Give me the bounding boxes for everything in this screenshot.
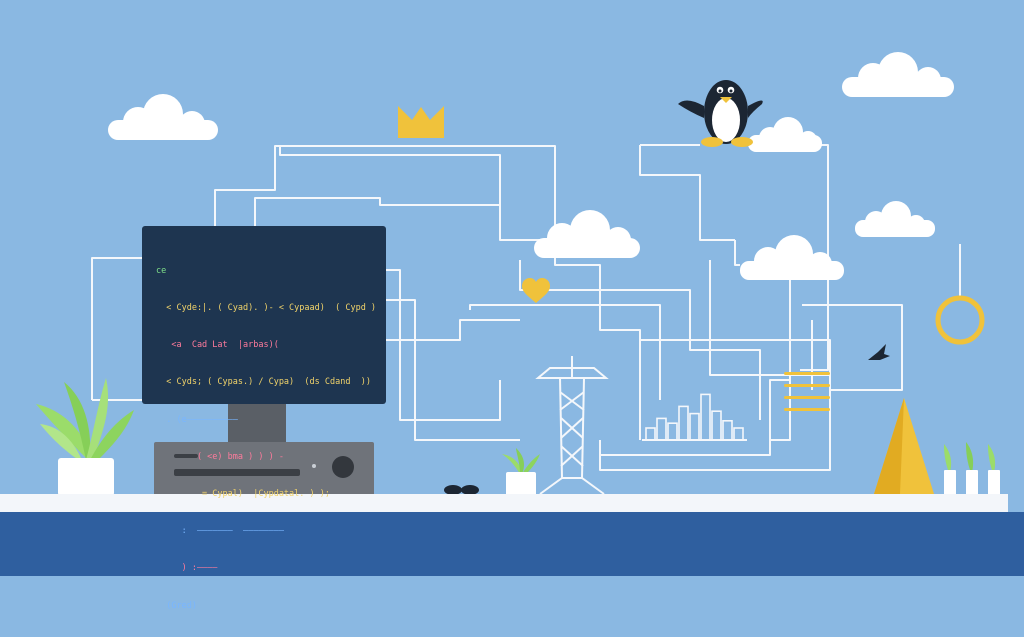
heart-icon	[522, 278, 550, 303]
crown-icon	[398, 106, 444, 138]
code-line: (Gred)	[156, 600, 197, 611]
code-monitor: ce < Cyde:|. ( Cyad). )- < Cypaad) ( Cyp…	[142, 226, 386, 611]
cone-icon	[874, 398, 934, 494]
small-planters	[944, 442, 1000, 496]
linux-penguin-icon	[678, 80, 763, 147]
shelf	[0, 494, 1008, 512]
cloud-icon	[855, 201, 935, 237]
cloud-icon	[842, 52, 954, 97]
monitor-stand	[228, 404, 286, 444]
cloud-icon	[748, 117, 822, 152]
cloud-icon	[534, 210, 640, 258]
code-line: ce	[156, 265, 167, 276]
histogram-graphic	[642, 393, 747, 441]
glasses-icon	[444, 485, 479, 495]
ring-icon	[935, 244, 985, 345]
code-editor: ce < Cyde:|. ( Cyad). )- < Cypaad) ( Cyp…	[156, 240, 378, 637]
desktop-unit	[154, 442, 374, 496]
code-line: ) :————	[156, 563, 218, 574]
cloud-icon	[740, 235, 844, 280]
small-potted-plant	[502, 448, 540, 496]
code-line: < Cyds; ( Cypas.) / Cypa) (ds Cdand ))	[156, 377, 371, 388]
illustration-scene: ce < Cyde:|. ( Cyad). )- < Cypaad) ( Cyp…	[0, 52, 1024, 611]
code-line: . (e——————————	[156, 414, 238, 425]
striped-panel	[784, 372, 830, 411]
tower-icon	[535, 356, 609, 495]
code-line: ( <e) bma ) ) ) -	[156, 451, 284, 462]
code-line: : ——————— ————————	[156, 526, 284, 537]
code-line: = Cypal) |Cypdatal. ) );	[156, 489, 330, 500]
floor	[0, 512, 1024, 576]
code-line: < Cyde:|. ( Cyad). )- < Cypaad) ( Cypd )	[156, 303, 377, 314]
code-line: <a Cad Lat |arbas)(	[156, 340, 279, 351]
potted-plant	[36, 378, 134, 496]
cloud-icon	[108, 94, 218, 140]
bird-icon	[868, 344, 890, 360]
scene-artwork	[0, 52, 1024, 576]
